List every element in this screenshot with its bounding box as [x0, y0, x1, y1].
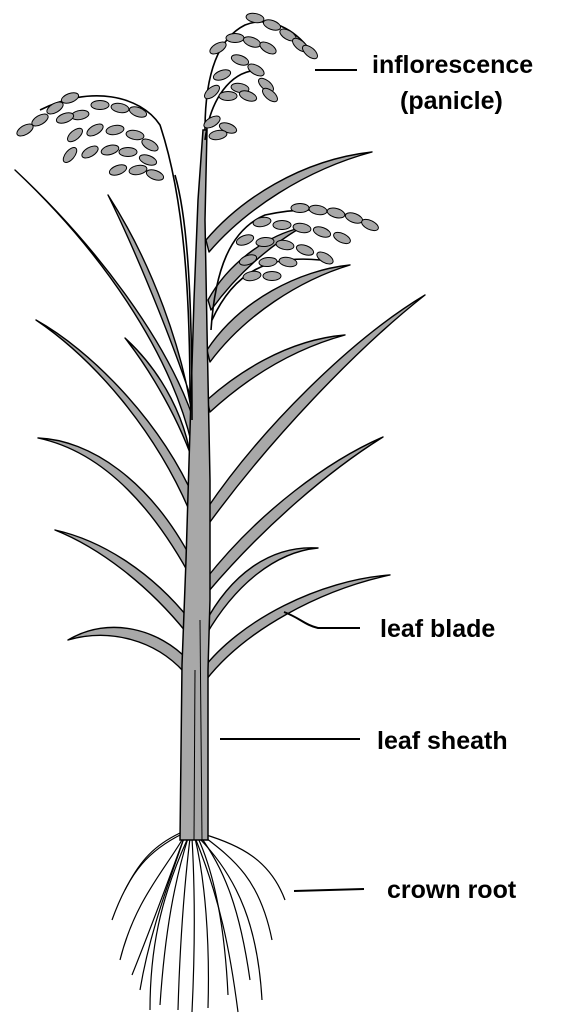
crown-root-leader-line — [294, 889, 364, 891]
leaf-sheath-label: leaf sheath — [377, 724, 508, 758]
leaf-blade-label: leaf blade — [380, 612, 495, 646]
leaves — [15, 152, 425, 680]
inflorescence-label: inflorescence — [372, 48, 533, 82]
panicle-label: (panicle) — [400, 84, 503, 118]
crown-root-label: crown root — [387, 873, 516, 907]
leaf-blade-leader-line — [284, 612, 360, 628]
crown-roots — [112, 833, 285, 1012]
